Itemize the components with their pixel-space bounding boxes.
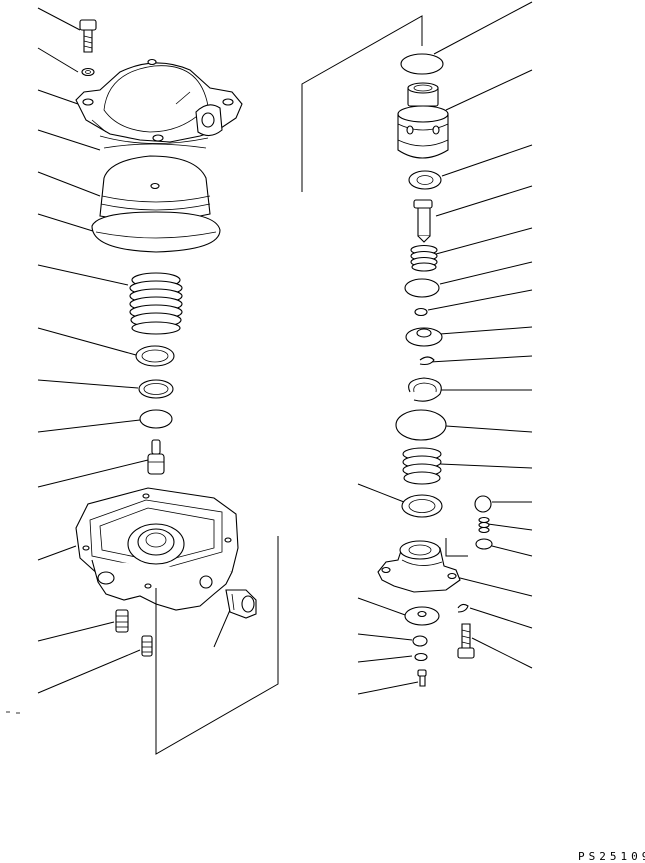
part-clip-right (458, 604, 468, 612)
part-nut (409, 171, 441, 189)
part-bolt-right (458, 624, 474, 658)
part-plunger (148, 440, 164, 474)
part-valve-body (76, 488, 238, 610)
part-nut-small (413, 636, 427, 646)
part-disc (140, 410, 172, 428)
part-flange-housing (378, 541, 460, 592)
part-spring-large (130, 273, 182, 334)
drawing-code: PS25109 (578, 850, 645, 863)
part-ball-small (415, 309, 427, 316)
bracket-lower (156, 536, 278, 754)
part-clip-small (420, 357, 434, 365)
part-spring-medium (403, 448, 441, 484)
part-diaphragm-disc (396, 410, 446, 440)
part-snap-ring (409, 378, 442, 401)
part-cover (76, 60, 242, 144)
part-valve-cylinder (398, 83, 448, 158)
part-ring-2 (139, 380, 173, 398)
part-plug-1 (116, 610, 128, 632)
part-cap-disc (401, 54, 443, 74)
bracket-upper (302, 16, 422, 192)
part-ring-1 (136, 346, 174, 366)
part-bolt-top (80, 20, 96, 52)
part-screw-small (418, 670, 426, 686)
part-cap-small (405, 607, 439, 625)
part-plug-2 (142, 636, 152, 656)
part-plate (405, 279, 439, 297)
right-leader-lines (358, 2, 532, 694)
part-spring-tiny (479, 518, 489, 533)
part-spring-small (411, 246, 437, 272)
part-washer-right (415, 654, 427, 661)
part-washer-small (82, 69, 94, 76)
part-ring-right (402, 495, 442, 517)
part-stem (414, 200, 432, 242)
part-seat-small (476, 539, 492, 549)
part-side-fitting (226, 590, 256, 618)
part-seat (406, 328, 442, 346)
part-ball (475, 496, 491, 512)
part-diaphragm (92, 144, 220, 252)
left-leader-lines (38, 8, 230, 693)
